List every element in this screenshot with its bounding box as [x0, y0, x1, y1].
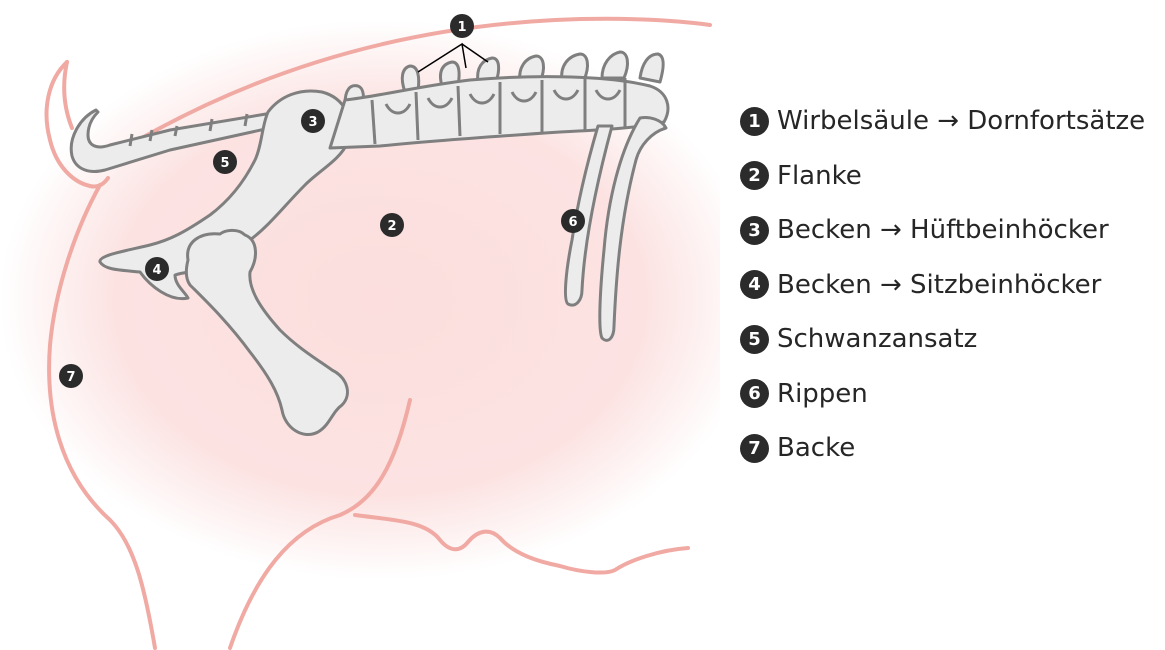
svg-text:2: 2	[387, 219, 396, 234]
legend-label: Schwanzansatz	[777, 324, 977, 354]
svg-text:4: 4	[152, 263, 161, 278]
legend-label: Wirbelsäule → Dornfortsätze	[777, 106, 1145, 136]
legend-number: 5	[740, 325, 769, 354]
legend-number: 2	[740, 161, 769, 190]
legend-label: Backe	[777, 433, 855, 463]
legend-item-hip-tuber: 3 Becken → Hüftbeinhöcker	[740, 214, 1165, 246]
marker-4: 4	[145, 257, 169, 281]
marker-5: 5	[213, 150, 237, 174]
legend-label: Rippen	[777, 379, 868, 409]
legend-label: Becken → Hüftbeinhöcker	[777, 215, 1109, 245]
cow-hindquarter-diagram: 1 2 3 4 5 6 7	[0, 0, 720, 650]
legend-label: Becken → Sitzbeinhöcker	[777, 270, 1101, 300]
svg-text:3: 3	[308, 115, 317, 130]
legend-item-spine: 1 Wirbelsäule → Dornfortsätze	[740, 105, 1165, 137]
legend-item-pin-bone: 4 Becken → Sitzbeinhöcker	[740, 269, 1165, 301]
svg-text:1: 1	[457, 20, 466, 35]
legend-number: 1	[740, 107, 769, 136]
legend-number: 3	[740, 216, 769, 245]
marker-2: 2	[380, 213, 404, 237]
legend-item-flank: 2 Flanke	[740, 160, 1165, 192]
legend: 1 Wirbelsäule → Dornfortsätze 2 Flanke 3…	[740, 105, 1165, 487]
marker-7: 7	[59, 364, 83, 388]
legend-number: 7	[740, 434, 769, 463]
legend-number: 4	[740, 270, 769, 299]
svg-text:6: 6	[568, 215, 577, 230]
marker-6: 6	[561, 209, 585, 233]
legend-item-thigh: 7 Backe	[740, 432, 1165, 464]
marker-3: 3	[301, 109, 325, 133]
svg-text:7: 7	[66, 370, 75, 385]
svg-text:5: 5	[220, 156, 229, 171]
marker-1: 1	[450, 14, 474, 38]
legend-label: Flanke	[777, 161, 862, 191]
legend-number: 6	[740, 379, 769, 408]
legend-item-tail-head: 5 Schwanzansatz	[740, 323, 1165, 355]
legend-item-ribs: 6 Rippen	[740, 378, 1165, 410]
